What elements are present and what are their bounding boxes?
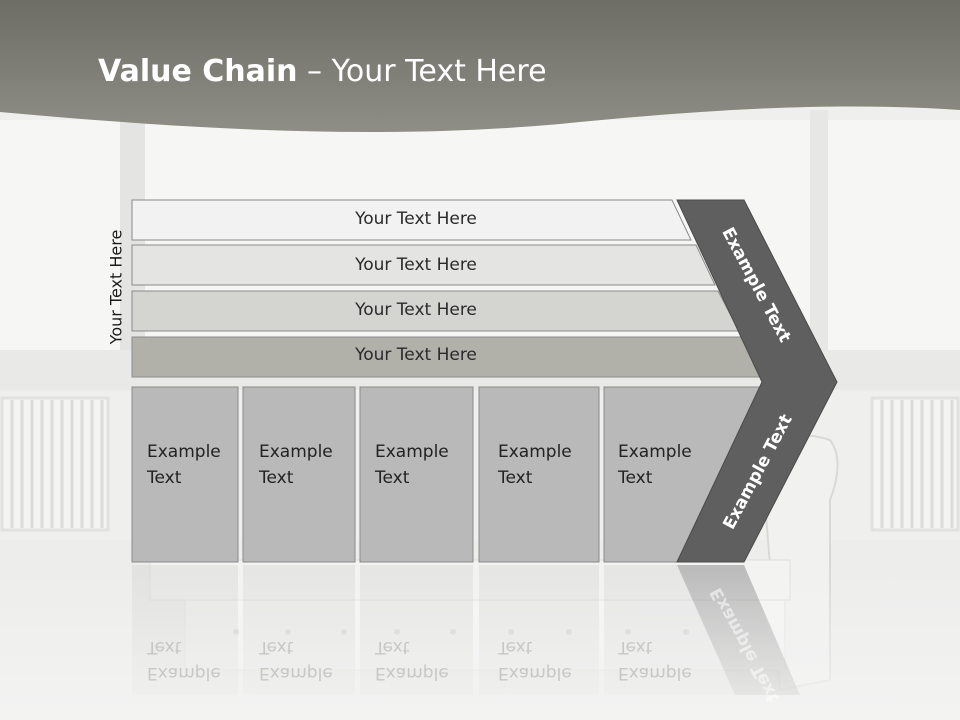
margin-chevron: [676, 199, 838, 563]
column-label-4-reflection: Example Text: [498, 634, 572, 686]
window-frame-right: [810, 110, 828, 370]
column-label-4: Example Text: [498, 439, 572, 491]
column-label-2: Example Text: [259, 439, 333, 491]
column-label-3-reflection: Example Text: [375, 634, 449, 686]
column-label-3-line2: Text: [375, 468, 410, 488]
column-label-3-reflection-line1: Example: [375, 663, 449, 683]
title-bold: Value Chain: [98, 54, 298, 89]
column-label-2-line2: Text: [259, 468, 294, 488]
radiator-right: [870, 396, 960, 532]
column-label-1-reflection: Example Text: [147, 634, 221, 686]
floor-fade: [0, 570, 960, 720]
column-label-5-line1: Example: [618, 442, 692, 462]
row-bar-1: [131, 199, 692, 241]
column-label-2-reflection: Example Text: [259, 634, 333, 686]
column-label-3-line1: Example: [375, 442, 449, 462]
row-label-1: Your Text Here: [355, 209, 477, 229]
column-label-5-reflection-line2: Text: [618, 637, 653, 657]
column-label-3: Example Text: [375, 439, 449, 491]
slide-title: Value Chain – Your Text Here: [98, 54, 547, 89]
column-label-5-reflection-line1: Example: [618, 663, 692, 683]
column-label-5-reflection: Example Text: [618, 634, 692, 686]
column-label-4-line1: Example: [498, 442, 572, 462]
column-label-2-line1: Example: [259, 442, 333, 462]
column-label-2-reflection-line1: Example: [259, 663, 333, 683]
column-label-2-reflection-line2: Text: [259, 637, 294, 657]
row-label-2: Your Text Here: [355, 255, 477, 275]
column-label-4-line2: Text: [498, 468, 533, 488]
column-label-1: Example Text: [147, 439, 221, 491]
column-label-1-reflection-line2: Text: [147, 637, 182, 657]
column-box-3: [359, 386, 474, 563]
column-label-1-line1: Example: [147, 442, 221, 462]
column-box-1: [131, 386, 239, 563]
side-label: Your Text Here: [106, 229, 126, 345]
column-label-4-reflection-line2: Text: [498, 637, 533, 657]
radiator-left: [0, 396, 110, 532]
column-label-3-reflection-line2: Text: [375, 637, 410, 657]
title-rest: – Your Text Here: [297, 54, 547, 89]
column-label-1-line2: Text: [147, 468, 182, 488]
column-label-5-line2: Text: [618, 468, 653, 488]
header-band: [0, 0, 960, 133]
row-bar-2: [131, 244, 716, 286]
row-label-3: Your Text Here: [355, 300, 477, 320]
row-label-4: Your Text Here: [355, 345, 477, 365]
column-box-2: [242, 386, 356, 563]
column-label-4-reflection-line1: Example: [498, 663, 572, 683]
column-box-4: [478, 386, 600, 563]
column-label-1-reflection-line1: Example: [147, 663, 221, 683]
column-label-5: Example Text: [618, 439, 692, 491]
